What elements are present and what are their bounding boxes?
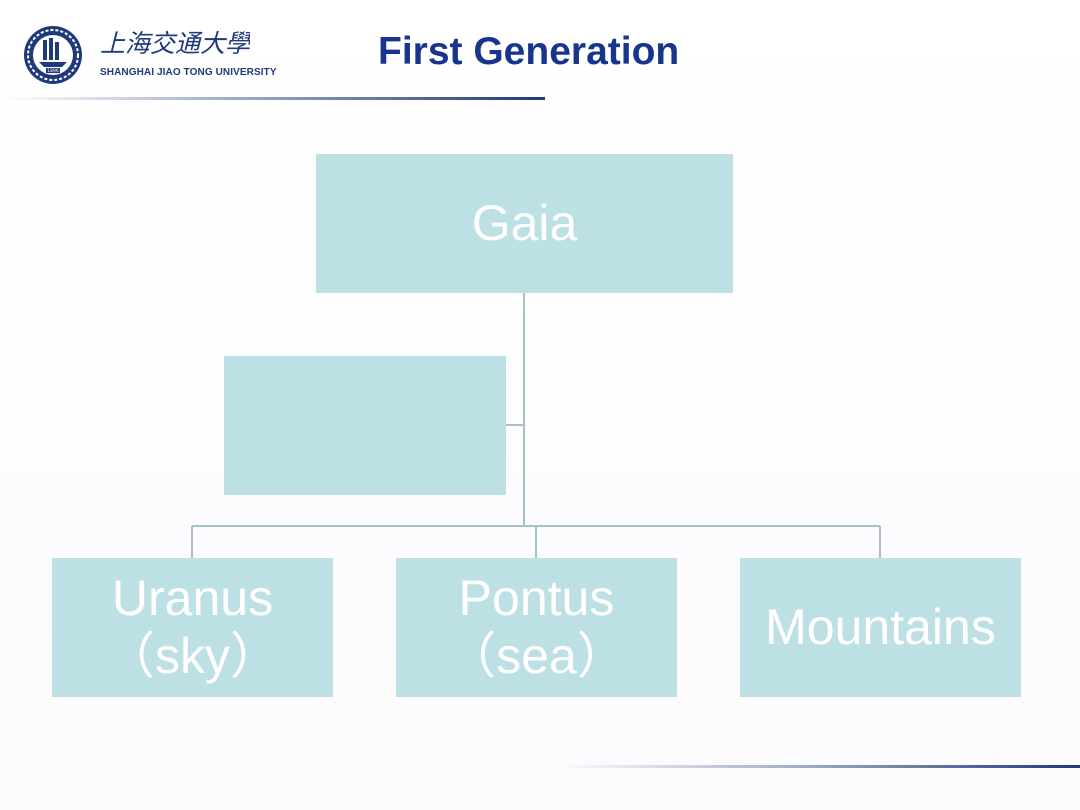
node-uranus: Uranus （sky）	[52, 558, 333, 697]
university-name-chinese: 上海交通大學	[100, 29, 250, 58]
svg-text:1896: 1896	[47, 68, 59, 74]
svg-text:上海交通大學: 上海交通大學	[100, 29, 250, 58]
header-divider	[0, 97, 545, 100]
slide-title: First Generation	[378, 30, 680, 73]
node-assistant-empty	[224, 356, 506, 495]
footer-divider	[560, 765, 1080, 768]
node-mountains: Mountains	[740, 558, 1021, 697]
node-pontus-note: （sea）	[446, 627, 627, 684]
node-mountains-name: Mountains	[765, 598, 996, 655]
node-pontus-name: Pontus	[458, 570, 615, 626]
node-gaia-label: Gaia	[471, 194, 578, 251]
node-gaia: Gaia	[316, 154, 733, 293]
university-name-english: SHANGHAI JIAO TONG UNIVERSITY	[100, 67, 277, 78]
university-logo: 1896 上海交通大學 SHANGHAI JIAO TONG UNIVERSIT…	[22, 24, 277, 86]
node-uranus-note: （sky）	[105, 627, 280, 684]
node-pontus: Pontus （sea）	[396, 558, 677, 697]
node-uranus-name: Uranus	[111, 570, 274, 626]
university-seal-icon: 1896	[24, 26, 82, 84]
